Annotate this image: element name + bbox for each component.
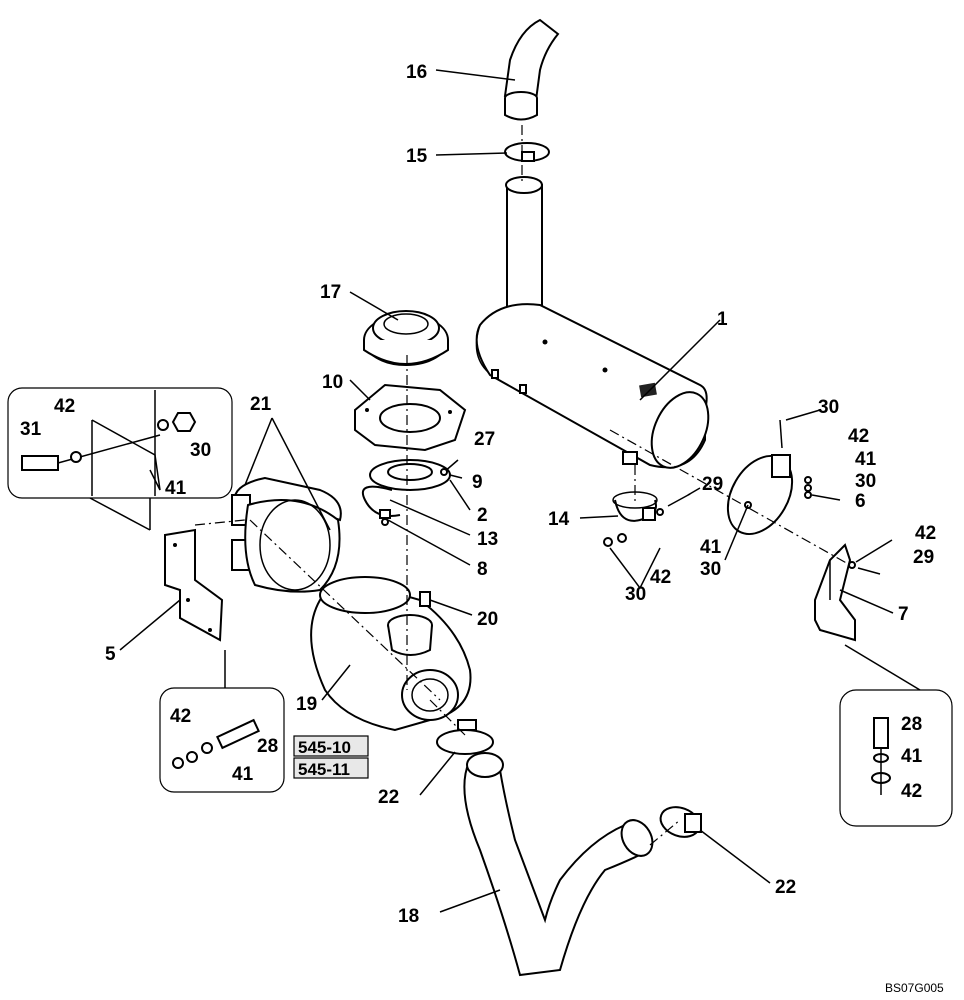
callout-13: 13 — [477, 529, 498, 550]
exhaust-elbow-pipe — [503, 18, 560, 121]
callout-42f: 42 — [901, 781, 922, 802]
callout-42e: 42 — [170, 706, 191, 727]
air-cleaner-cap — [363, 310, 449, 366]
callout-22b: 22 — [775, 877, 796, 898]
callout-41d: 41 — [232, 764, 254, 785]
hose-clamp-upper — [436, 719, 494, 755]
callout-41c: 41 — [165, 478, 187, 499]
callout-10: 10 — [322, 372, 343, 393]
retaining-clip — [361, 485, 401, 526]
muffler — [475, 303, 710, 469]
drawing-code: BS07G005 — [885, 981, 944, 995]
band-clamp-upper — [231, 476, 342, 593]
muffler-band-clamp — [726, 454, 794, 535]
callout-30: 30 — [818, 397, 839, 418]
air-cleaner-body — [310, 576, 472, 732]
small-bolt — [440, 459, 459, 476]
callout-41b: 41 — [700, 537, 722, 558]
inlet-flange — [369, 459, 451, 491]
callout-41e: 41 — [901, 746, 923, 767]
callout-7: 7 — [898, 604, 909, 625]
callout-35b: 30 — [855, 471, 876, 492]
callout-16: 16 — [406, 62, 427, 83]
callout-1: 1 — [717, 309, 728, 330]
callout-8: 8 — [477, 559, 488, 580]
hose-clamp-lower — [659, 806, 702, 838]
callout-42d: 42 — [54, 396, 75, 417]
vacuator-valve — [419, 591, 431, 607]
exhaust-clamp — [504, 142, 550, 162]
intake-hose — [463, 752, 654, 977]
callout-15: 15 — [406, 146, 428, 167]
callout-31a: 29 — [702, 474, 723, 495]
callout-17: 17 — [320, 282, 341, 303]
detail-inset-bottom-right — [839, 644, 953, 827]
callout-29: 31 — [20, 419, 42, 440]
callout-14: 14 — [548, 509, 570, 530]
svg-text:545-11: 545-11 — [298, 760, 350, 779]
reference-box-2: 545-11 — [293, 757, 369, 779]
mounting-flange-plate — [354, 383, 467, 452]
detail-inset-top-left — [7, 387, 233, 531]
callout-28b: 28 — [901, 714, 922, 735]
callout-42c: 42 — [915, 523, 936, 544]
callout-42b: 42 — [848, 426, 869, 447]
callout-41a: 41 — [855, 449, 877, 470]
callout-2: 2 — [477, 505, 488, 526]
callout-20: 20 — [477, 609, 498, 630]
assembly-centerlines — [194, 125, 851, 846]
leader-lines — [119, 69, 894, 913]
callout-22a: 22 — [378, 787, 399, 808]
callout-28a: 28 — [257, 736, 278, 757]
svg-text:545-10: 545-10 — [298, 738, 351, 757]
callout-35a: 30 — [625, 584, 646, 605]
callout-19: 19 — [296, 694, 317, 715]
callout-35c: 30 — [700, 559, 721, 580]
muffler-saddle-clamp — [612, 491, 658, 522]
reference-box-1: 545-10 — [293, 735, 369, 757]
callout-9: 9 — [472, 472, 483, 493]
mounting-plate — [164, 528, 224, 642]
muffler-support-bracket — [814, 543, 856, 642]
callout-5: 5 — [105, 644, 116, 665]
callout-18: 18 — [398, 906, 419, 927]
callout-21: 21 — [250, 394, 272, 415]
callout-6: 6 — [855, 491, 866, 512]
detail-inset-bottom-left — [159, 650, 285, 793]
callout-31b: 29 — [913, 547, 934, 568]
callout-35d: 30 — [190, 440, 211, 461]
callout-27: 27 — [474, 429, 495, 450]
callout-42a: 42 — [650, 567, 671, 588]
